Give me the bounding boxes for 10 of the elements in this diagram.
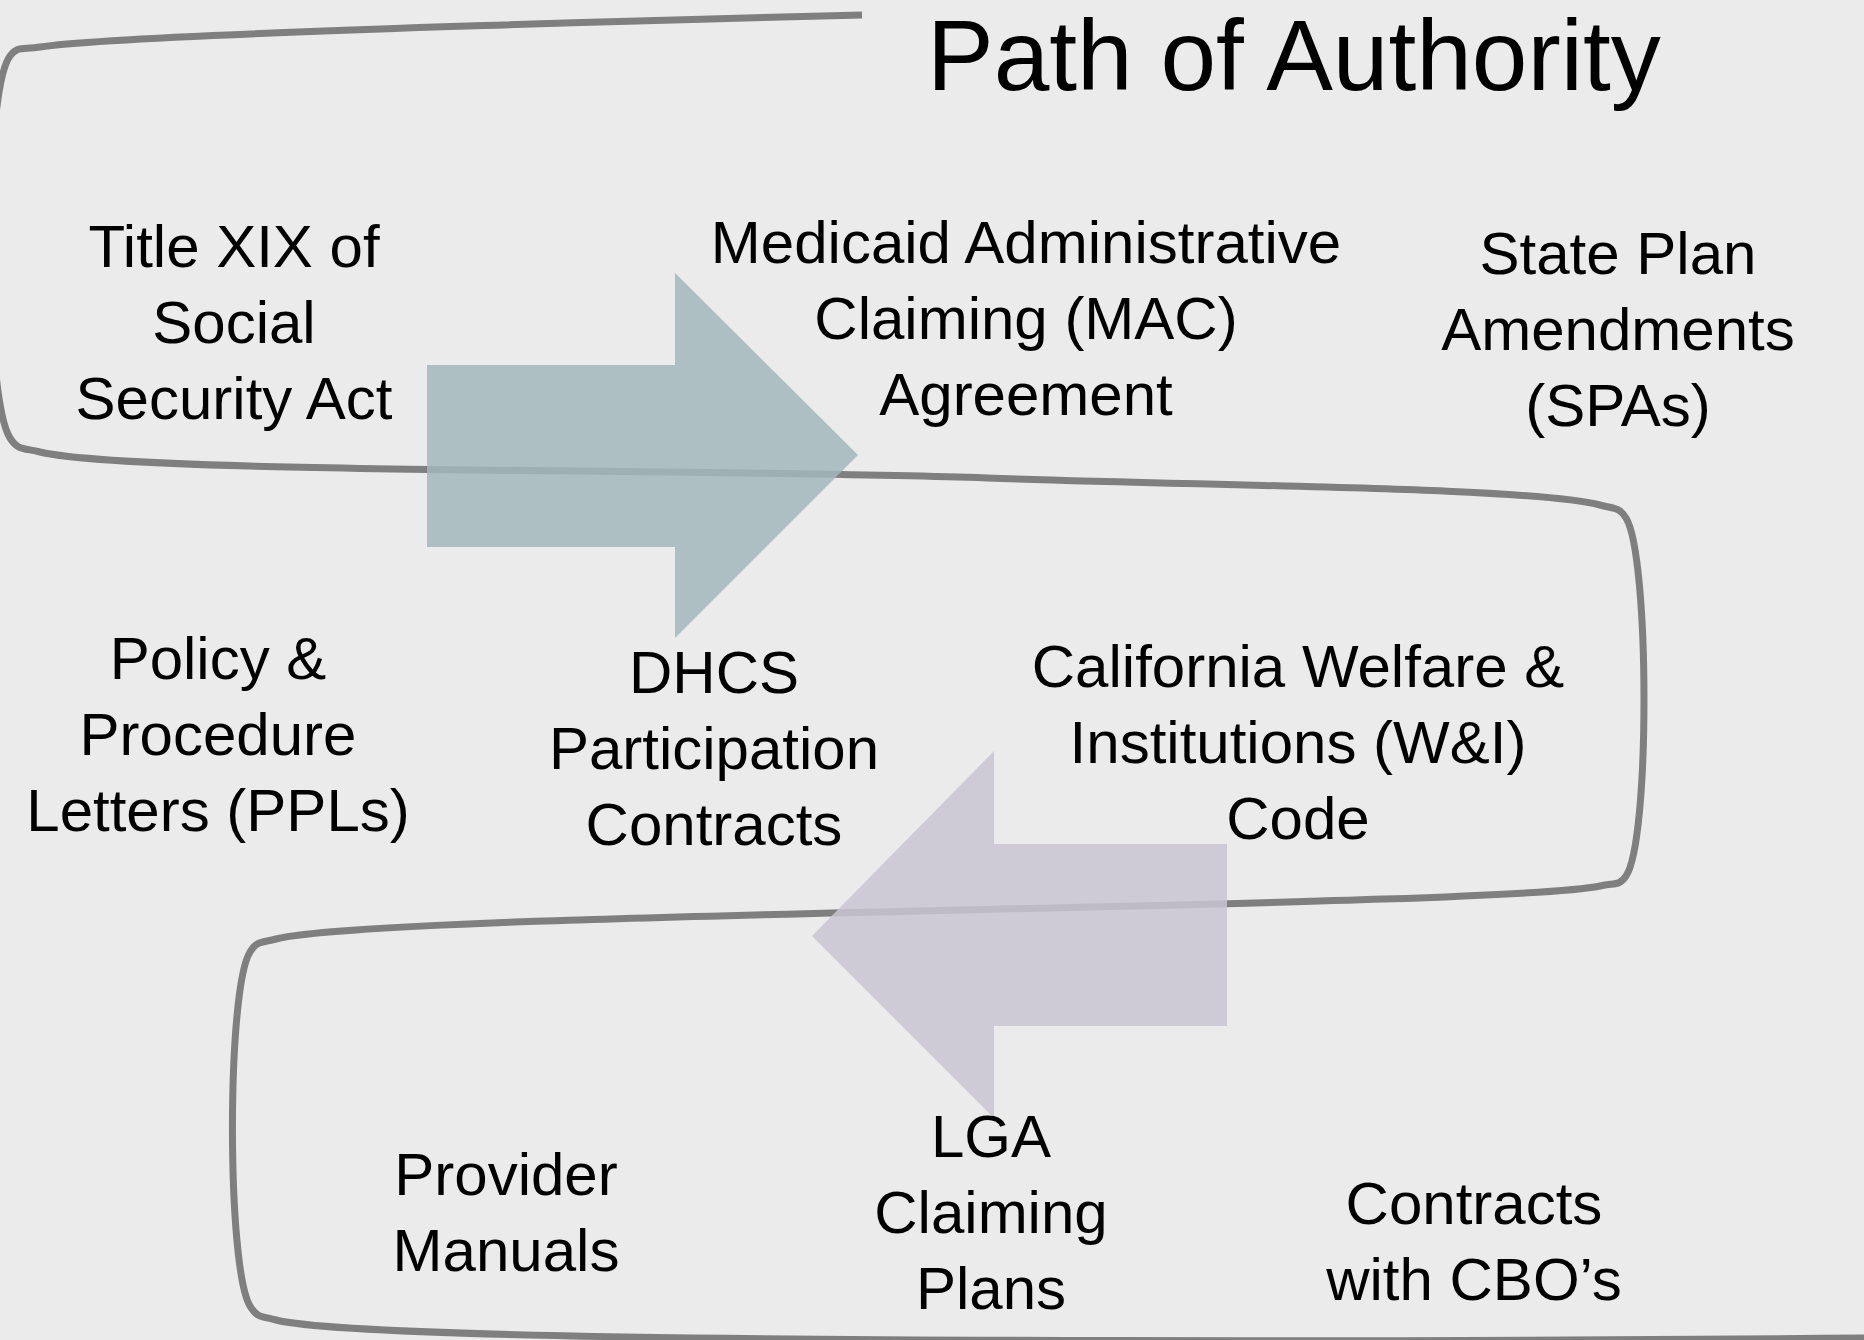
label-text: Policy & Procedure Letters (PPLs): [25, 624, 411, 846]
label-text: California Welfare & Institutions (W&I) Code: [1030, 632, 1566, 854]
title: Path of Authority: [927, 0, 1661, 110]
label-text: Title XIX of Social Security Act: [74, 212, 394, 434]
label-text: LGA Claiming Plans: [873, 1102, 1109, 1324]
label-text: Medicaid Administrative Claiming (MAC) Agreement: [709, 208, 1343, 430]
label-text: State Plan Amendments (SPAs): [1440, 219, 1796, 441]
label-text: Provider Manuals: [391, 1140, 621, 1286]
label-text: DHCS Participation Contracts: [547, 638, 881, 860]
label-text: Contracts with CBO’s: [1325, 1169, 1623, 1315]
